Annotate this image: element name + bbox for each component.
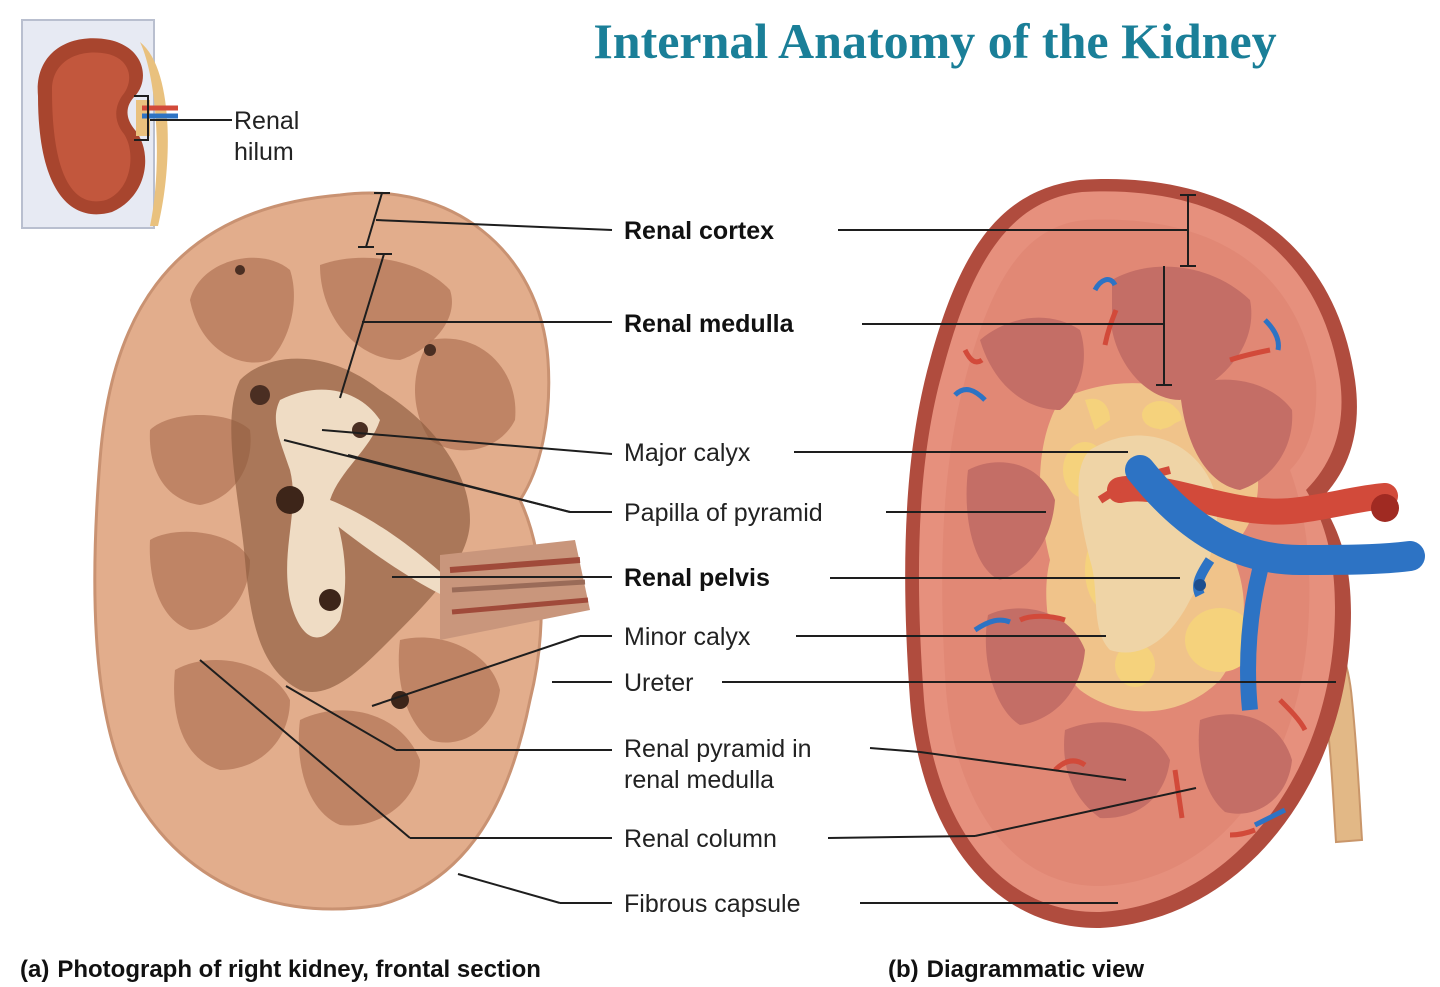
- label-renal-hilum-line2: hilum: [234, 138, 294, 166]
- inset-kidney-illustration: [21, 19, 232, 229]
- label-renal-medulla: Renal medulla: [624, 310, 795, 338]
- caption-a: (a) Photograph of right kidney, frontal s…: [20, 956, 541, 983]
- label-papilla-of-pyramid: Papilla of pyramid: [624, 499, 823, 527]
- diagram-leader-lines: [722, 194, 1336, 904]
- kidney-photograph: [93, 191, 590, 911]
- figure-title: Internal Anatomy of the Kidney: [593, 13, 1276, 69]
- label-renal-pyramid-line2: renal medulla: [624, 766, 774, 794]
- caption-a-text: Photograph of right kidney, frontal sect…: [57, 956, 541, 983]
- label-renal-hilum-line1: Renal: [234, 107, 299, 135]
- caption-b: (b) Diagrammatic view: [888, 956, 1144, 983]
- label-renal-pelvis: Renal pelvis: [624, 564, 770, 592]
- label-major-calyx: Major calyx: [624, 439, 751, 467]
- label-renal-pyramid-line1: Renal pyramid in: [624, 735, 812, 763]
- label-minor-calyx: Minor calyx: [624, 623, 751, 651]
- caption-b-tag: (b): [888, 956, 919, 983]
- label-renal-column: Renal column: [624, 825, 777, 853]
- caption-b-text: Diagrammatic view: [927, 956, 1145, 983]
- photo-leader-lines: [199, 192, 613, 904]
- label-ureter: Ureter: [624, 669, 693, 697]
- label-renal-cortex: Renal cortex: [624, 217, 774, 245]
- label-fibrous-capsule: Fibrous capsule: [624, 890, 800, 918]
- kidney-diagram: [905, 179, 1425, 929]
- caption-a-tag: (a): [20, 956, 49, 983]
